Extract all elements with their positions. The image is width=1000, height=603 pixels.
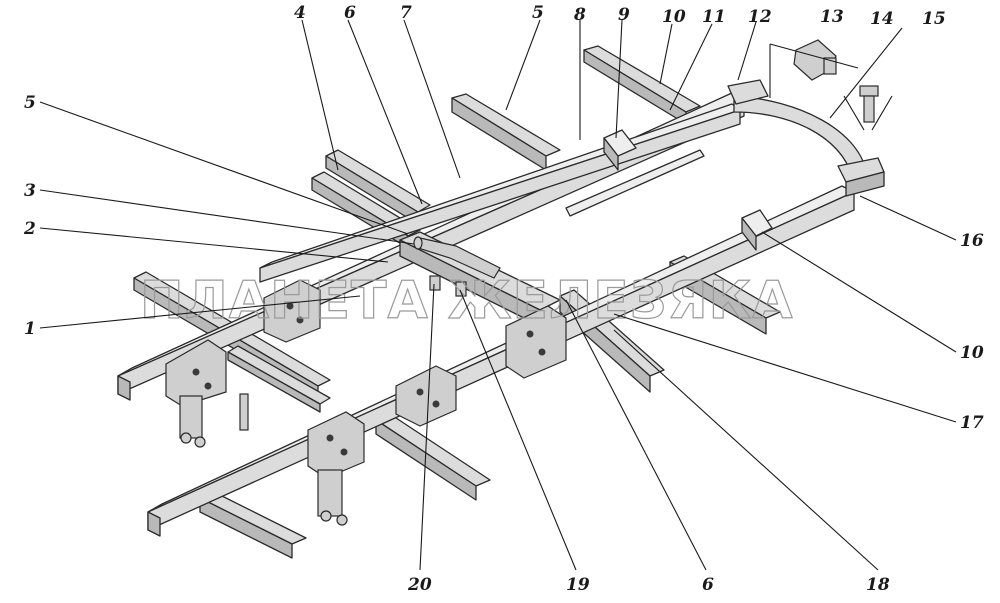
- callout-2: 2: [23, 219, 36, 239]
- callout-6-top: 6: [344, 3, 356, 23]
- bolt-13-icon: [793, 39, 837, 81]
- callout-18: 18: [866, 575, 890, 595]
- callout-8: 8: [573, 5, 586, 25]
- part-19: [455, 281, 467, 297]
- rear-end-block: [837, 157, 885, 197]
- shackle-right: [317, 469, 348, 526]
- callout-17: 17: [960, 413, 984, 433]
- callout-20: 20: [407, 575, 432, 595]
- callout-3: 3: [24, 181, 36, 201]
- bolt-detail-lines: [769, 43, 893, 131]
- callout-13: 13: [820, 7, 844, 27]
- callout-6-bottom: 6: [702, 575, 714, 595]
- transverse-timber-back: [451, 93, 561, 171]
- bolt-15-icon: [859, 85, 879, 123]
- callout-10-right: 10: [960, 343, 984, 363]
- callout-14: 14: [870, 9, 894, 29]
- callout-11: 11: [702, 7, 726, 27]
- cylinder-3: [413, 236, 501, 279]
- callout-4: 5: [24, 93, 36, 113]
- callout-12: 12: [748, 7, 772, 27]
- bracket-front-right: [307, 411, 365, 479]
- callout-5-left: 4: [294, 3, 306, 23]
- callout-15: 15: [922, 9, 946, 29]
- part-20: [429, 275, 441, 291]
- transverse-timber-front-left: [199, 491, 307, 559]
- wedge-block-9: [603, 129, 637, 171]
- callout-7: 7: [400, 3, 412, 23]
- callout-9: 9: [618, 5, 630, 25]
- strip-11: [565, 149, 705, 217]
- callout-19: 19: [566, 575, 590, 595]
- callout-5-right: 5: [532, 3, 544, 23]
- bracket-6: [505, 305, 567, 379]
- wedge-block-10: [741, 209, 773, 251]
- callout-1: 1: [24, 319, 36, 339]
- transverse-timber-front: [375, 413, 491, 501]
- shackle-left: [179, 393, 249, 448]
- callout-16: 16: [960, 231, 984, 251]
- callout-10-top: 10: [662, 7, 686, 27]
- callout-labels: 4 6 7 5 8 9 10 11 12 13 14 15 5 3 2 1 16…: [23, 3, 984, 595]
- bracket-center-right: [395, 365, 457, 427]
- leader-lines: [39, 19, 957, 571]
- front-crossbar: [227, 345, 331, 413]
- bracket-front-left: [165, 339, 227, 407]
- rear-corner-block-12: [727, 79, 769, 105]
- bracket-center-left: [263, 279, 321, 343]
- watermark: ПЛАНЕТА ЖЕЛЕЗЯКА: [140, 271, 793, 331]
